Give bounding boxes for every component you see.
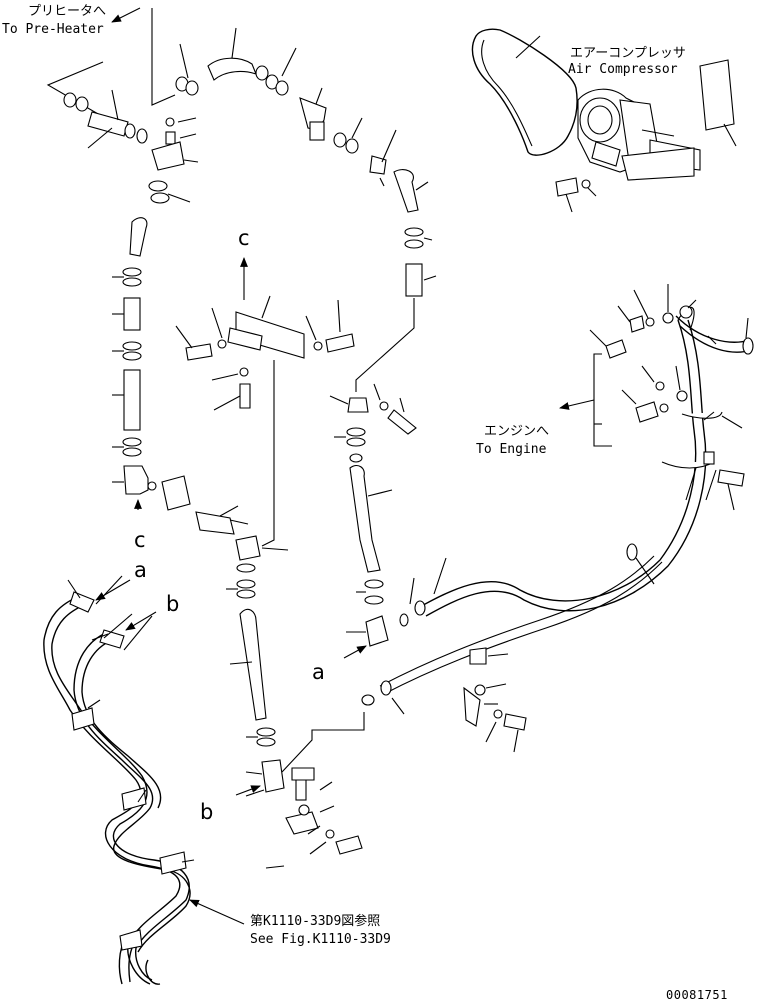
air-compressor-label-en: Air Compressor	[568, 62, 678, 77]
air-compressor-label-jp: エアーコンプレッサ	[570, 46, 686, 61]
connection-letter-c-top: c	[238, 226, 250, 250]
pre-heater-leader	[46, 7, 176, 123]
clamp-cluster-top-left	[63, 89, 148, 149]
top-center-hoses	[175, 27, 397, 187]
engine-label-jp: エンジンへ	[484, 424, 550, 439]
pre-heater-label-en: To Pre-Heater	[2, 22, 104, 37]
drawing-number: 00081751	[666, 988, 728, 1002]
misc-leaders	[245, 789, 285, 869]
connection-letter-b-right: b	[200, 800, 214, 824]
mid-right-bracket	[463, 647, 527, 753]
tee-fitting-top	[148, 117, 199, 204]
reference-figure-label-en: See Fig.K1110-33D9	[250, 932, 391, 947]
engine-connection-group	[559, 284, 754, 511]
center-bracket	[175, 257, 355, 547]
left-hose-column	[112, 217, 157, 510]
coolant-tube-loop	[43, 575, 245, 985]
engine-label-en: To Engine	[476, 442, 547, 457]
valve-assembly	[161, 475, 289, 796]
connection-letter-a-right: a	[312, 660, 325, 684]
reference-figure-label-jp: 第K1110-33D9図参照	[250, 914, 381, 929]
wrapped-hose-long	[379, 306, 707, 715]
air-compressor	[471, 28, 737, 213]
pre-heater-label-jp: プリヒータへ	[28, 4, 107, 19]
lower-center-bracket	[281, 694, 375, 855]
connection-letter-c-bottom: c	[134, 528, 146, 552]
right-center-column	[329, 169, 437, 659]
connection-letter-a-left: a	[134, 558, 147, 582]
connection-letter-b-left: b	[166, 592, 180, 616]
